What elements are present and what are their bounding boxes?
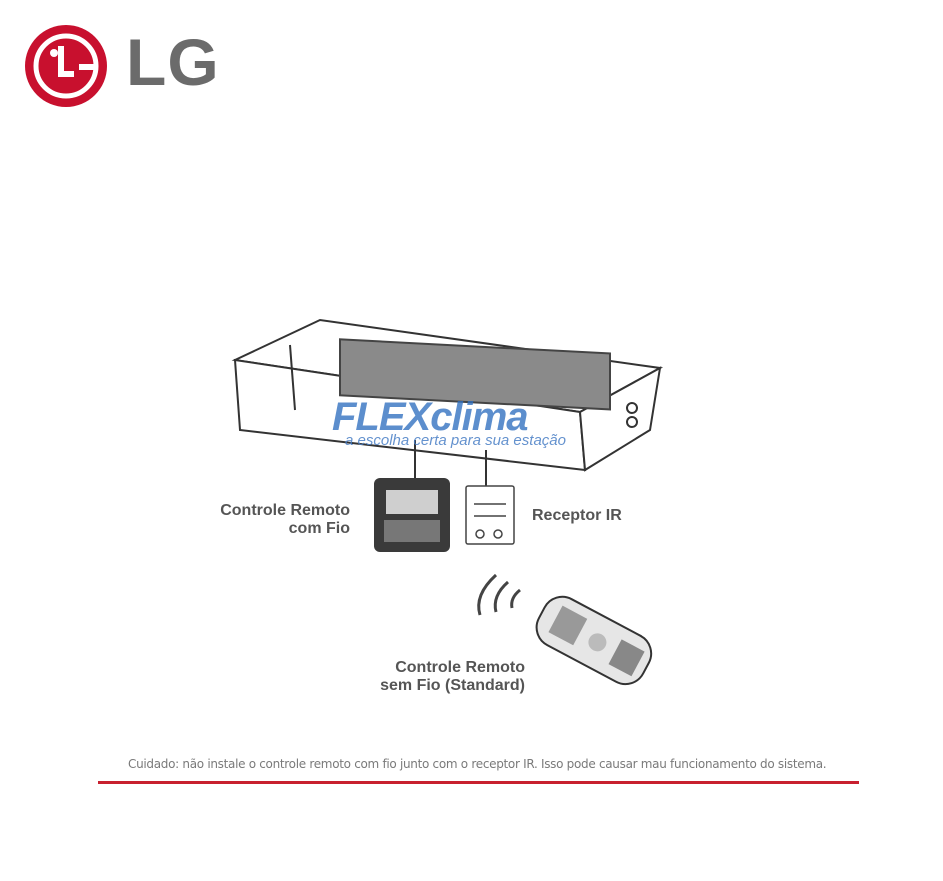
brand-name: LG [126,25,220,99]
ir-receiver-illustration [465,485,515,545]
lg-logo-icon [24,24,108,108]
watermark-tagline: a escolha certa para sua estação [345,432,566,449]
duct-unit-illustration [231,318,664,472]
divider [98,781,859,784]
label-wired-remote: Controle Remoto com Fio [220,502,350,537]
wired-remote-illustration [374,478,450,552]
label-ir-receiver: Receptor IR [532,507,622,524]
watermark-name: FLEXclima [332,395,529,439]
signal-waves-icon [477,573,521,616]
installation-diagram [200,290,720,730]
wireless-remote-illustration [535,595,653,686]
caution-note: Cuidado: não instale o controle remoto c… [128,757,827,771]
label-wireless-remote: Controle Remoto sem Fio (Standard) [380,659,525,694]
